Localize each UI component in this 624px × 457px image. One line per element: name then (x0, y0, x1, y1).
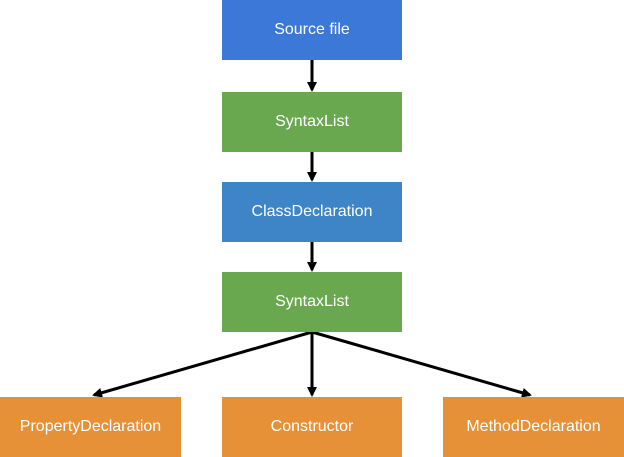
node-property-declaration: PropertyDeclaration (0, 397, 181, 457)
node-method-declaration: MethodDeclaration (443, 397, 624, 457)
node-source-file: Source file (222, 0, 402, 60)
arrow-syntaxlist-to-propertydeclaration (92, 330, 313, 398)
node-syntax-list-members: SyntaxList (222, 272, 402, 332)
arrow-syntaxlist-to-methoddeclaration (311, 330, 532, 398)
node-constructor: Constructor (222, 397, 402, 457)
node-syntax-list-top: SyntaxList (222, 92, 402, 152)
node-class-declaration: ClassDeclaration (222, 182, 402, 242)
